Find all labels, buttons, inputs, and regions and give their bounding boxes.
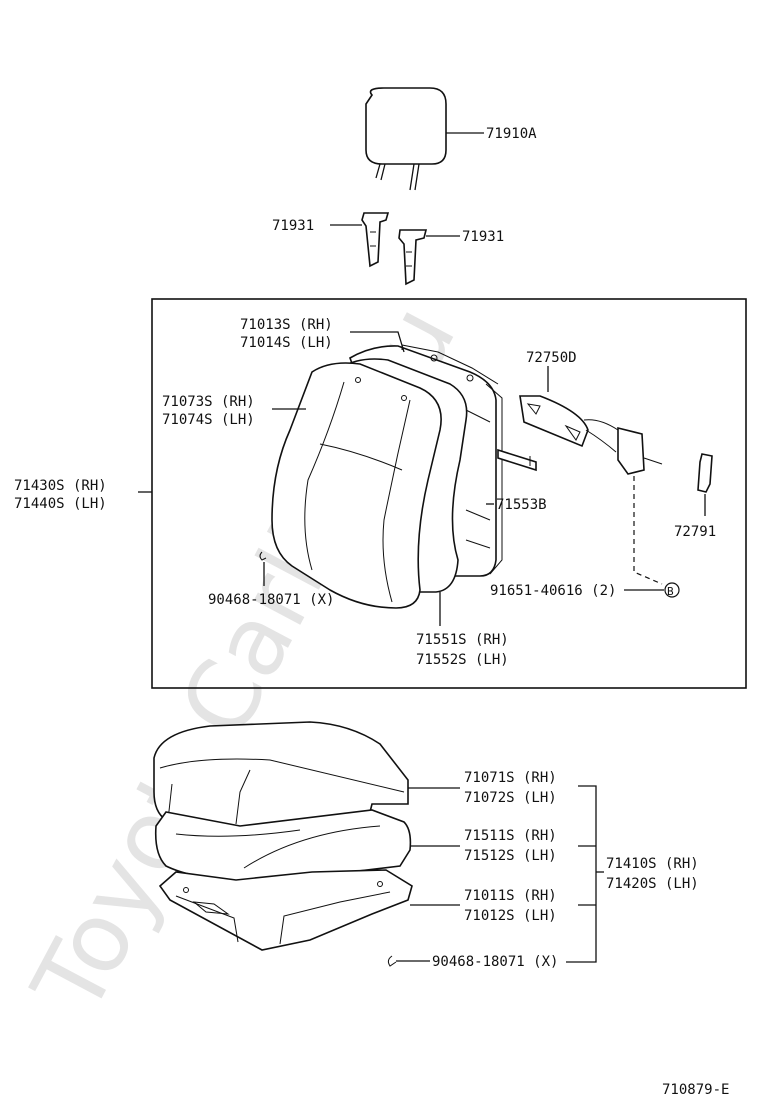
seatback-group-frame (151, 298, 747, 689)
label-90468-18071-back: 90468-18071 (X) (208, 592, 334, 608)
seatback-cover-part[interactable] (271, 362, 442, 609)
label-71931-left: 71931 (272, 218, 314, 234)
label-72750d: 72750D (526, 350, 577, 366)
label-71011s: 71011S (RH) (464, 888, 557, 904)
bolt-leader (633, 476, 663, 585)
label-91651-40616: 91651-40616 (2) (490, 583, 616, 599)
cushion-cover-part[interactable] (153, 721, 409, 829)
label-90468-18071-cushion: 90468-18071 (X) (432, 954, 558, 970)
label-72791: 72791 (674, 524, 716, 540)
label-71014s: 71014S (LH) (240, 335, 333, 351)
label-71410s: 71410S (RH) (606, 856, 699, 872)
label-71551s: 71551S (RH) (416, 632, 509, 648)
label-71910a: 71910A (486, 126, 537, 142)
label-71553b: 71553B (496, 497, 547, 513)
headrest-support-right[interactable] (398, 229, 428, 286)
cushion-frame-part[interactable] (158, 869, 413, 951)
label-71074s: 71074S (LH) (162, 412, 255, 428)
label-71420s: 71420S (LH) (606, 876, 699, 892)
clip-back-part[interactable] (259, 551, 267, 561)
clip-cushion-part[interactable] (387, 955, 397, 967)
label-71512s: 71512S (LH) (464, 848, 557, 864)
ref-b-letter: B (667, 585, 674, 598)
figure-code: 710879-E (662, 1082, 729, 1098)
label-71012s: 71012S (LH) (464, 908, 557, 924)
knob-part[interactable] (697, 453, 713, 493)
label-71013s: 71013S (RH) (240, 317, 333, 333)
label-71440s: 71440S (LH) (14, 496, 107, 512)
headrest-part[interactable] (365, 87, 447, 191)
ref-b-marker[interactable] (664, 582, 680, 598)
label-71073s: 71073S (RH) (162, 394, 255, 410)
label-71931-right: 71931 (462, 229, 504, 245)
label-71511s: 71511S (RH) (464, 828, 557, 844)
recliner-part[interactable] (519, 395, 663, 475)
label-71071s: 71071S (RH) (464, 770, 557, 786)
label-71430s: 71430S (RH) (14, 478, 107, 494)
label-71072s: 71072S (LH) (464, 790, 557, 806)
bracket-part[interactable] (497, 448, 537, 472)
headrest-support-left[interactable] (361, 212, 390, 268)
label-71552s: 71552S (LH) (416, 652, 509, 668)
